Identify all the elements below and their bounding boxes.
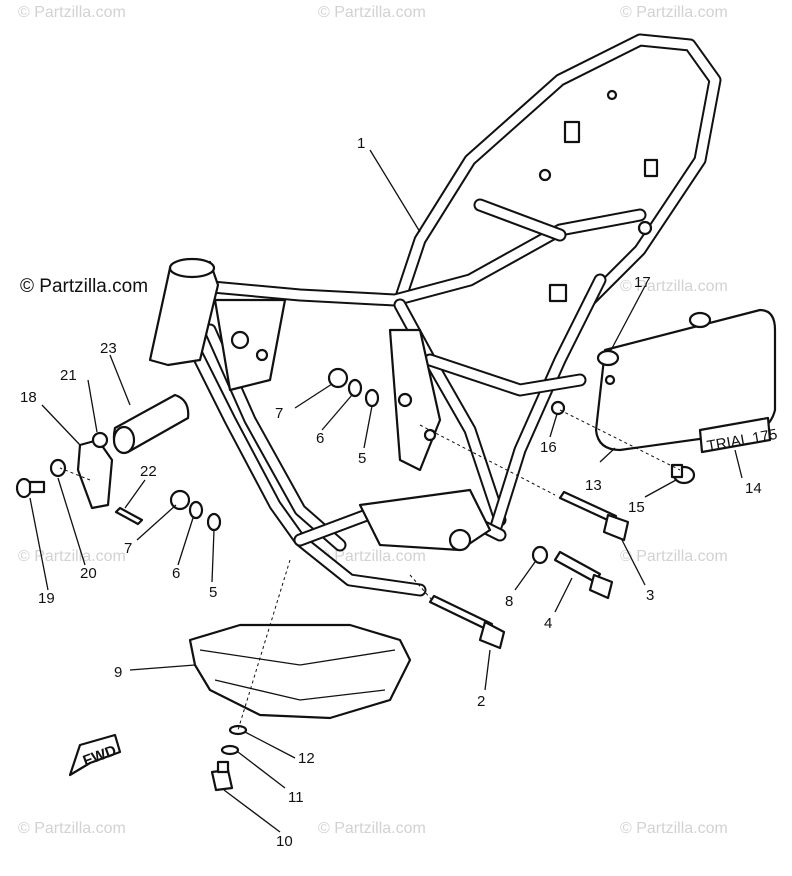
callout-14: 14	[745, 480, 762, 497]
callout-12: 12	[298, 750, 315, 767]
callout-18: 18	[20, 389, 37, 406]
main-frame	[148, 33, 722, 597]
watermark: © Partzilla.com	[18, 4, 126, 21]
washer-5-lower	[206, 512, 222, 532]
callout-6-lower: 6	[172, 565, 180, 582]
nut-7-upper	[327, 367, 349, 389]
bolt-10	[210, 760, 234, 792]
washer-16	[550, 400, 566, 416]
cover-plate-18	[76, 438, 114, 510]
callout-1: 1	[357, 135, 365, 152]
callout-8: 8	[505, 593, 513, 610]
callout-23: 23	[100, 340, 117, 357]
fwd-arrow: FWD	[68, 733, 122, 777]
callout-3: 3	[646, 587, 654, 604]
watermark: © Partzilla.com	[318, 548, 426, 565]
callout-19: 19	[38, 590, 55, 607]
watermark: © Partzilla.com	[318, 4, 426, 21]
bolt-2	[428, 594, 506, 650]
watermark: © Partzilla.com	[318, 820, 426, 837]
collar-20	[49, 458, 67, 478]
callout-6-upper: 6	[316, 430, 324, 447]
watermark: © Partzilla.com	[18, 548, 126, 565]
callout-16: 16	[540, 439, 557, 456]
washer-12	[228, 724, 248, 736]
skid-plate	[188, 623, 412, 720]
rubber-boot-23	[112, 393, 190, 455]
callout-4: 4	[544, 615, 552, 632]
callout-7-lower: 7	[124, 540, 132, 557]
washer-6-upper	[347, 378, 363, 398]
watermark: © Partzilla.com	[18, 820, 126, 837]
grommet-17	[596, 311, 712, 367]
callout-10: 10	[276, 833, 293, 850]
decal-trial-175: TRIAL 175	[698, 416, 779, 455]
bolt-3	[558, 490, 630, 542]
callout-22: 22	[140, 463, 157, 480]
screw-15	[670, 463, 696, 485]
callout-9: 9	[114, 664, 122, 681]
callout-5-lower: 5	[209, 584, 217, 601]
washer-6-lower	[188, 500, 204, 520]
callout-17: 17	[634, 274, 651, 291]
callout-15: 15	[628, 499, 645, 516]
nut-7-lower	[169, 489, 191, 511]
watermark: © Partzilla.com	[620, 820, 728, 837]
callout-13: 13	[585, 477, 602, 494]
watermark: © Partzilla.com	[620, 278, 728, 295]
callout-20: 20	[80, 565, 97, 582]
pin-22	[114, 506, 144, 526]
callout-5-upper: 5	[358, 450, 366, 467]
watermark: © Partzilla.com	[620, 548, 728, 565]
bolt-4	[553, 550, 614, 600]
watermark: © Partzilla.com	[620, 4, 728, 21]
washer-8	[531, 545, 549, 565]
callout-7-upper: 7	[275, 405, 283, 422]
washer-11	[220, 744, 240, 756]
screw-19	[15, 477, 46, 499]
callout-11: 11	[288, 789, 304, 806]
callout-2: 2	[477, 693, 485, 710]
grommet-21	[91, 431, 109, 449]
washer-5-upper	[364, 388, 380, 408]
callout-21: 21	[60, 367, 77, 384]
partzilla-logo-text: © Partzilla.com	[20, 276, 149, 297]
